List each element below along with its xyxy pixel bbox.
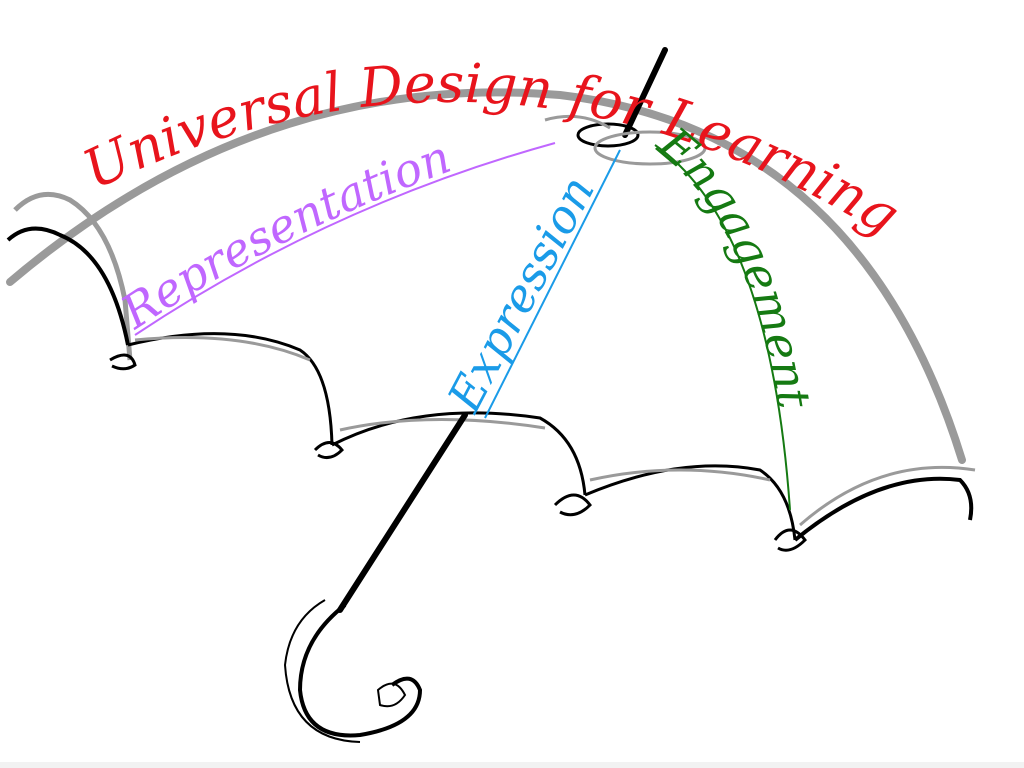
rib-label-expression: Expression bbox=[437, 167, 606, 421]
umbrella-icon bbox=[6, 47, 976, 743]
bottom-divider bbox=[0, 762, 1024, 768]
title-text: Universal Design for Learning bbox=[74, 52, 910, 247]
